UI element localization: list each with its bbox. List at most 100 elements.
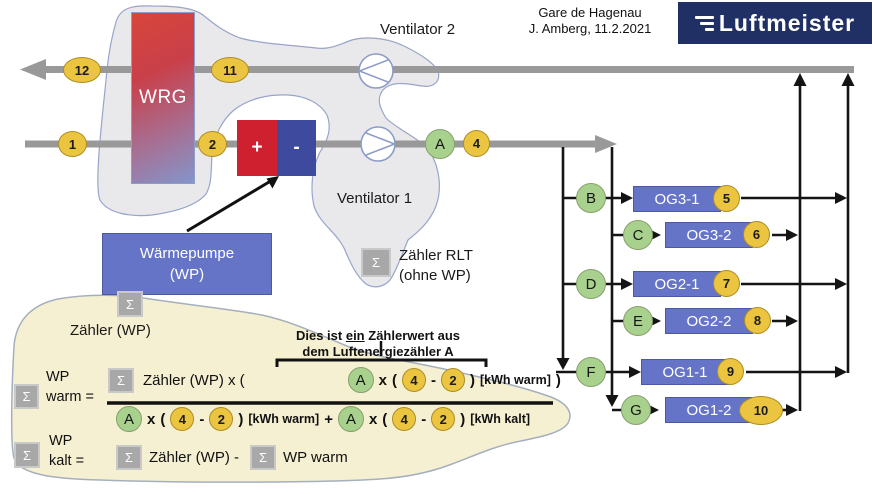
meter-a-chip: A <box>116 406 142 432</box>
formula-marks <box>107 341 553 405</box>
zone-box-og2-1: OG2-1 <box>633 271 721 297</box>
sigma-glyph: Σ <box>116 372 126 388</box>
zone-meter-b: B <box>576 183 606 213</box>
zone-meter-e: E <box>623 306 653 336</box>
heat-pump-meter-label: Zähler (WP) <box>70 322 151 339</box>
ventilator1-symbol <box>360 126 396 162</box>
close-paren: ) <box>460 410 466 428</box>
wp-kalt-label-line1: WP <box>49 433 73 449</box>
plus-operator: + <box>324 410 333 428</box>
meter-a-chip: A <box>347 367 374 393</box>
annotation-line1-pre: Dies ist <box>295 328 346 343</box>
zone-meter-f: F <box>576 357 606 387</box>
annotation-line1-underlined: ein <box>345 328 365 343</box>
luftmeister-logo: Luftmeister <box>678 2 872 44</box>
wp-warm-meter-icon: Σ <box>14 384 39 409</box>
wp-kalt-label-line2: kalt = <box>49 453 85 469</box>
meter-badge-1: 1 <box>58 131 87 157</box>
times-operator: x <box>378 371 388 389</box>
kalt-minuend: Zähler (WP) - <box>149 449 239 466</box>
annotation-line1: Dies ist ein Zählerwert aus <box>278 328 478 344</box>
close-paren: ) <box>470 371 476 389</box>
sigma-glyph: Σ <box>258 450 268 465</box>
times-operator: x <box>368 410 378 428</box>
formula-background-blob <box>10 294 571 483</box>
wp-warm-equation-label: WP warm = <box>46 367 94 407</box>
close-paren: ) <box>238 410 244 428</box>
heat-pump-label-line1: Wärmepumpe <box>139 245 235 262</box>
wp-kalt-equation-label: WP kalt = <box>49 431 84 471</box>
kwh-warm-unit: [kWh warm] <box>480 373 551 387</box>
rlt-meter-icon: Σ <box>361 248 391 277</box>
zone-meter-c: C <box>623 220 653 250</box>
heat-recovery-unit: WRG <box>131 12 195 184</box>
meter-2-chip: 2 <box>431 407 456 431</box>
meter-badge-9: 9 <box>717 358 744 385</box>
open-paren: ( <box>160 410 166 428</box>
kwh-kalt-unit: [kWh kalt] <box>470 412 531 426</box>
sigma-glyph: Σ <box>125 296 135 312</box>
zone-box-og3-1: OG3-1 <box>633 186 721 212</box>
heat-pump-box: Wärmepumpe (WP) <box>102 233 272 295</box>
annotation-line1-post: Zählerwert aus <box>364 328 461 343</box>
wp-warm-numerator: Σ Zähler (WP) x ( A x ( 4 - 2 ) [kWh war… <box>108 367 561 393</box>
rlt-meter-label-line2: (ohne WP) <box>399 267 471 284</box>
meter-badge-5: 5 <box>713 185 740 212</box>
air-energy-meter-a: A <box>425 129 455 159</box>
title-block: Gare de Hagenau J. Amberg, 11.2.2021 <box>505 5 675 37</box>
kalt-subtrahend: WP warm <box>283 449 348 466</box>
minus-operator: - <box>199 410 205 428</box>
ventilator2-symbol <box>358 53 394 89</box>
times-operator: x <box>147 410 156 428</box>
rlt-meter-label: Zähler RLT (ohne WP) <box>399 246 473 286</box>
sigma-glyph: Σ <box>22 447 32 463</box>
annotation-line2: dem Luftenergiezähler A <box>302 344 454 359</box>
open-paren: ( <box>392 371 398 389</box>
evaporator-minus-box: - <box>277 120 316 176</box>
rlt-meter-label-line1: Zähler RLT <box>399 247 473 264</box>
wp-warm-label-line2: warm = <box>46 389 94 405</box>
sigma-glyph: Σ <box>371 255 381 270</box>
meter-badge-4: 4 <box>463 130 490 157</box>
meter-4-chip: 4 <box>170 407 195 431</box>
meter-badge-7: 7 <box>713 270 740 297</box>
zone-meter-d: D <box>576 269 606 299</box>
annotation-note: Dies ist ein Zählerwert aus dem Luftener… <box>278 328 478 360</box>
meter-2-chip: 2 <box>209 407 234 431</box>
ventilator2-label: Ventilator 2 <box>380 21 456 38</box>
meter-4-chip: 4 <box>402 368 427 392</box>
zone-box-og2-2: OG2-2 <box>665 308 753 334</box>
zone-meter-g: G <box>621 395 651 425</box>
project-name: Gare de Hagenau <box>538 5 642 20</box>
author-date: J. Amberg, 11.2.2021 <box>528 21 652 36</box>
zone-box-og1-2: OG1-2 <box>665 397 753 423</box>
minus-label: - <box>293 137 300 158</box>
numerator-prefix: Zähler (WP) x ( <box>143 371 245 389</box>
sigma-meter-icon: Σ <box>250 445 276 470</box>
wrg-label: WRG <box>139 87 187 108</box>
condenser-plus-box: + <box>237 120 277 176</box>
meter-badge-10: 10 <box>739 396 783 425</box>
meter-badge-11: 11 <box>211 57 249 83</box>
plus-label: + <box>251 137 263 158</box>
zone-box-og1-1: OG1-1 <box>641 359 729 385</box>
wp-warm-denominator: A x ( 4 - 2 ) [kWh warm] + A x ( 4 - 2 )… <box>116 406 530 432</box>
numerator-close-paren: ) <box>555 371 561 389</box>
meter-a-chip: A <box>337 406 364 432</box>
sigma-meter-icon: Σ <box>116 445 142 470</box>
meter-badge-2: 2 <box>198 131 227 157</box>
ventilator1-label: Ventilator 1 <box>337 190 413 207</box>
open-paren: ( <box>382 410 388 428</box>
sigma-glyph: Σ <box>124 450 134 465</box>
wp-kalt-expression: Σ Zähler (WP) - Σ WP warm <box>116 445 348 470</box>
meter-badge-12: 12 <box>63 57 101 83</box>
heat-pump-label-line2: (WP) <box>169 266 205 283</box>
sigma-meter-icon: Σ <box>108 367 134 393</box>
logo-wordmark: Luftmeister <box>718 9 856 36</box>
exhaust-duct <box>20 59 854 80</box>
wp-kalt-meter-icon: Σ <box>14 442 40 468</box>
logo-wing-icon <box>694 15 714 31</box>
wp-warm-label-line1: WP <box>46 369 70 385</box>
heat-pump-pointer-arrow <box>186 176 279 233</box>
